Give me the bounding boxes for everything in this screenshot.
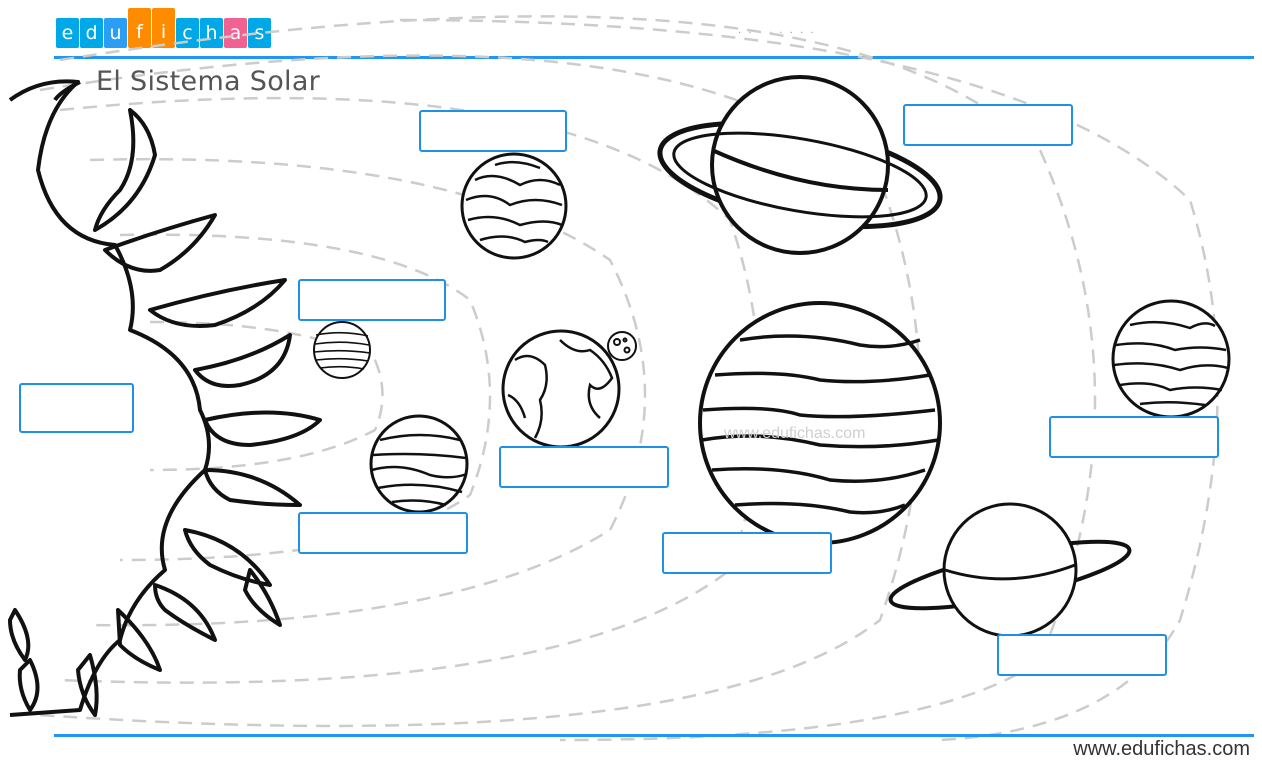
answer-box-earth[interactable] xyxy=(499,446,669,488)
logo-letter: d xyxy=(80,18,103,48)
page-title: El Sistema Solar xyxy=(96,66,321,97)
watermark: www.edufichas.com xyxy=(724,425,866,442)
logo-letter: c xyxy=(176,18,199,48)
logo-letter: i xyxy=(152,8,175,48)
saturn-icon xyxy=(657,75,943,255)
answer-box-mercury[interactable] xyxy=(298,279,446,321)
jupiter-icon xyxy=(698,301,942,545)
sun-icon xyxy=(8,79,322,717)
uranus-icon xyxy=(888,502,1132,638)
answer-box-mars[interactable] xyxy=(419,110,567,152)
earth-icon xyxy=(501,329,621,449)
answer-box-uranus[interactable] xyxy=(997,634,1167,676)
footer-url: www.edufichas.com xyxy=(1073,738,1250,760)
answer-box-jupiter[interactable] xyxy=(662,532,832,574)
logo-letter: e xyxy=(56,18,79,48)
answer-box-saturn[interactable] xyxy=(903,104,1073,146)
logo-letter: a xyxy=(224,18,247,48)
answer-box-neptune[interactable] xyxy=(1049,416,1219,458)
venus-icon xyxy=(369,414,469,514)
neptune-icon xyxy=(1111,299,1231,419)
header-rule xyxy=(54,56,1254,59)
mercury-icon xyxy=(313,321,371,379)
answer-box-sun[interactable] xyxy=(19,383,134,433)
moon-icon xyxy=(607,331,637,361)
answer-box-venus[interactable] xyxy=(298,512,468,554)
logo-letter: s xyxy=(248,18,271,48)
mars-icon xyxy=(460,152,568,260)
logo-letter: f xyxy=(128,8,151,48)
footer-rule xyxy=(54,734,1254,737)
logo-letter: u xyxy=(104,18,127,48)
